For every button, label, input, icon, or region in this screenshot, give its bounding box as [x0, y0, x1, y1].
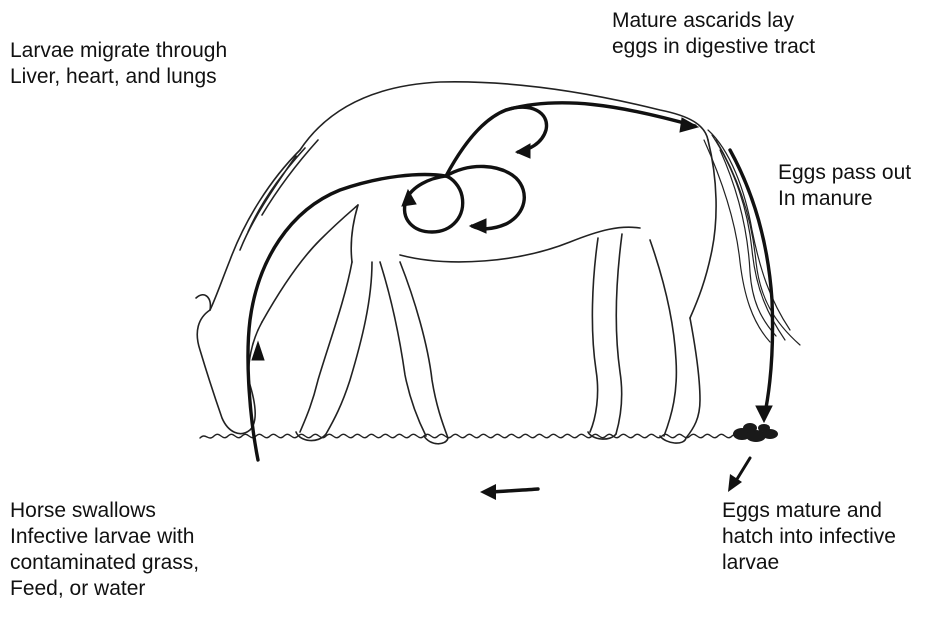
arrow-ground [492, 489, 538, 492]
arrow-up-icon [252, 342, 264, 360]
label-line: contaminated grass, [10, 550, 199, 576]
label-line: In manure [778, 186, 911, 212]
label-line: Mature ascarids lay [612, 8, 815, 34]
manure-pile [733, 423, 778, 442]
arrow-left-icon [516, 144, 530, 158]
label-line: Liver, heart, and lungs [10, 64, 227, 90]
arrow-right-icon [680, 118, 698, 132]
label-line: Horse swallows [10, 498, 199, 524]
label-line: Eggs pass out [778, 160, 911, 186]
label-eggs-pass-out: Eggs pass out In manure [778, 160, 911, 212]
label-eggs-mature: Eggs mature and hatch into infective lar… [722, 498, 896, 576]
arrow-down-icon [756, 406, 772, 422]
label-larvae-migrate: Larvae migrate through Liver, heart, and… [10, 38, 227, 90]
label-horse-swallows: Horse swallows Infective larvae with con… [10, 498, 199, 602]
label-line: Feed, or water [10, 576, 199, 602]
label-line: eggs in digestive tract [612, 34, 815, 60]
label-ascarids-lay-eggs: Mature ascarids lay eggs in digestive tr… [612, 8, 815, 60]
label-line: hatch into infective [722, 524, 896, 550]
label-line: Infective larvae with [10, 524, 199, 550]
arrow-left-icon [470, 219, 486, 233]
arrowheads [252, 118, 772, 422]
arrow-left-icon [480, 484, 496, 500]
label-line: Larvae migrate through [10, 38, 227, 64]
label-line: Eggs mature and [722, 498, 896, 524]
lifecycle-path [248, 103, 773, 460]
ground-line [200, 434, 760, 438]
label-line: larvae [722, 550, 896, 576]
horse-drawing [196, 82, 800, 444]
arrow-up-icon [402, 190, 416, 206]
